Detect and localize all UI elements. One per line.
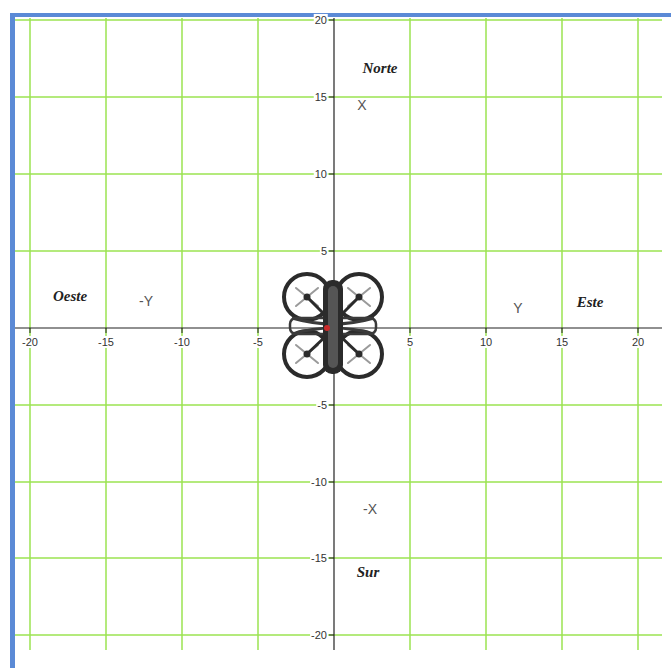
tick-mark-part — [258, 328, 259, 333]
tick-mark-part — [562, 328, 563, 333]
grid-line-part — [637, 18, 639, 650]
tick-mark-part — [329, 635, 334, 636]
tick-label: -20 — [21, 336, 39, 348]
drone-illustration-part — [284, 274, 382, 377]
axis-name: -Y — [139, 294, 153, 309]
grid-line — [15, 18, 662, 650]
tick-mark-part — [106, 328, 107, 333]
tick-mark-part — [410, 328, 411, 333]
drone-illustration-part — [324, 325, 330, 331]
tick-label: 15 — [314, 91, 328, 103]
drone-illustration-part-part — [323, 280, 343, 374]
tick-label: -15 — [310, 552, 328, 564]
tick-mark-part — [329, 251, 334, 252]
grid-line-part — [257, 18, 259, 650]
drone-illustration — [284, 274, 382, 377]
tick-mark-part — [638, 328, 639, 333]
tick-label: 5 — [320, 245, 328, 257]
tick-mark-part — [329, 558, 334, 559]
grid-line-part — [15, 250, 662, 252]
tick-mark-part — [329, 482, 334, 483]
tick-label: 10 — [314, 168, 328, 180]
grid-line-part — [15, 173, 662, 175]
grid-line-part — [105, 18, 107, 650]
grid-line-part — [15, 481, 662, 483]
tick-label: -10 — [310, 476, 328, 488]
grid-line-part — [15, 19, 662, 21]
grid-line-part — [561, 18, 563, 650]
frame-border-part — [10, 13, 15, 668]
tick-mark-part — [329, 97, 334, 98]
tick-mark-part — [30, 328, 31, 333]
axis-name: X — [357, 98, 366, 113]
tick-label: -20 — [310, 629, 328, 641]
tick-label: 20 — [631, 336, 645, 348]
tick-label: 20 — [314, 14, 328, 26]
tick-mark-part — [182, 328, 183, 333]
tick-label: 15 — [555, 336, 569, 348]
tick-mark-part — [329, 405, 334, 406]
tick-mark — [30, 20, 638, 635]
axis-name: -X — [363, 502, 377, 517]
tick-mark-part — [486, 328, 487, 333]
tick-label: 10 — [479, 336, 493, 348]
tick-label: -5 — [252, 336, 264, 348]
tick-label: -10 — [173, 336, 191, 348]
direction-label: Norte — [363, 60, 398, 77]
direction-label: Este — [577, 294, 604, 311]
tick-mark-part — [329, 20, 334, 21]
grid-line-part — [15, 634, 662, 636]
tick-label: 5 — [406, 336, 414, 348]
grid-line-part — [181, 18, 183, 650]
direction-label: Oeste — [53, 288, 87, 305]
tick-label: -5 — [316, 399, 328, 411]
drone-illustration-part — [304, 280, 363, 374]
tick-mark-part — [329, 174, 334, 175]
axis-line — [15, 18, 662, 650]
grid-line-part — [15, 96, 662, 98]
frame-border — [10, 13, 671, 668]
axis-name: Y — [513, 301, 522, 316]
grid-line-part — [15, 557, 662, 559]
frame-border-part — [10, 13, 671, 17]
tick-label: -15 — [97, 336, 115, 348]
direction-label: Sur — [357, 564, 380, 581]
grid-line-part — [15, 404, 662, 406]
grid-line-part — [29, 18, 31, 650]
grid-line-part — [409, 18, 411, 650]
grid-line-part — [485, 18, 487, 650]
